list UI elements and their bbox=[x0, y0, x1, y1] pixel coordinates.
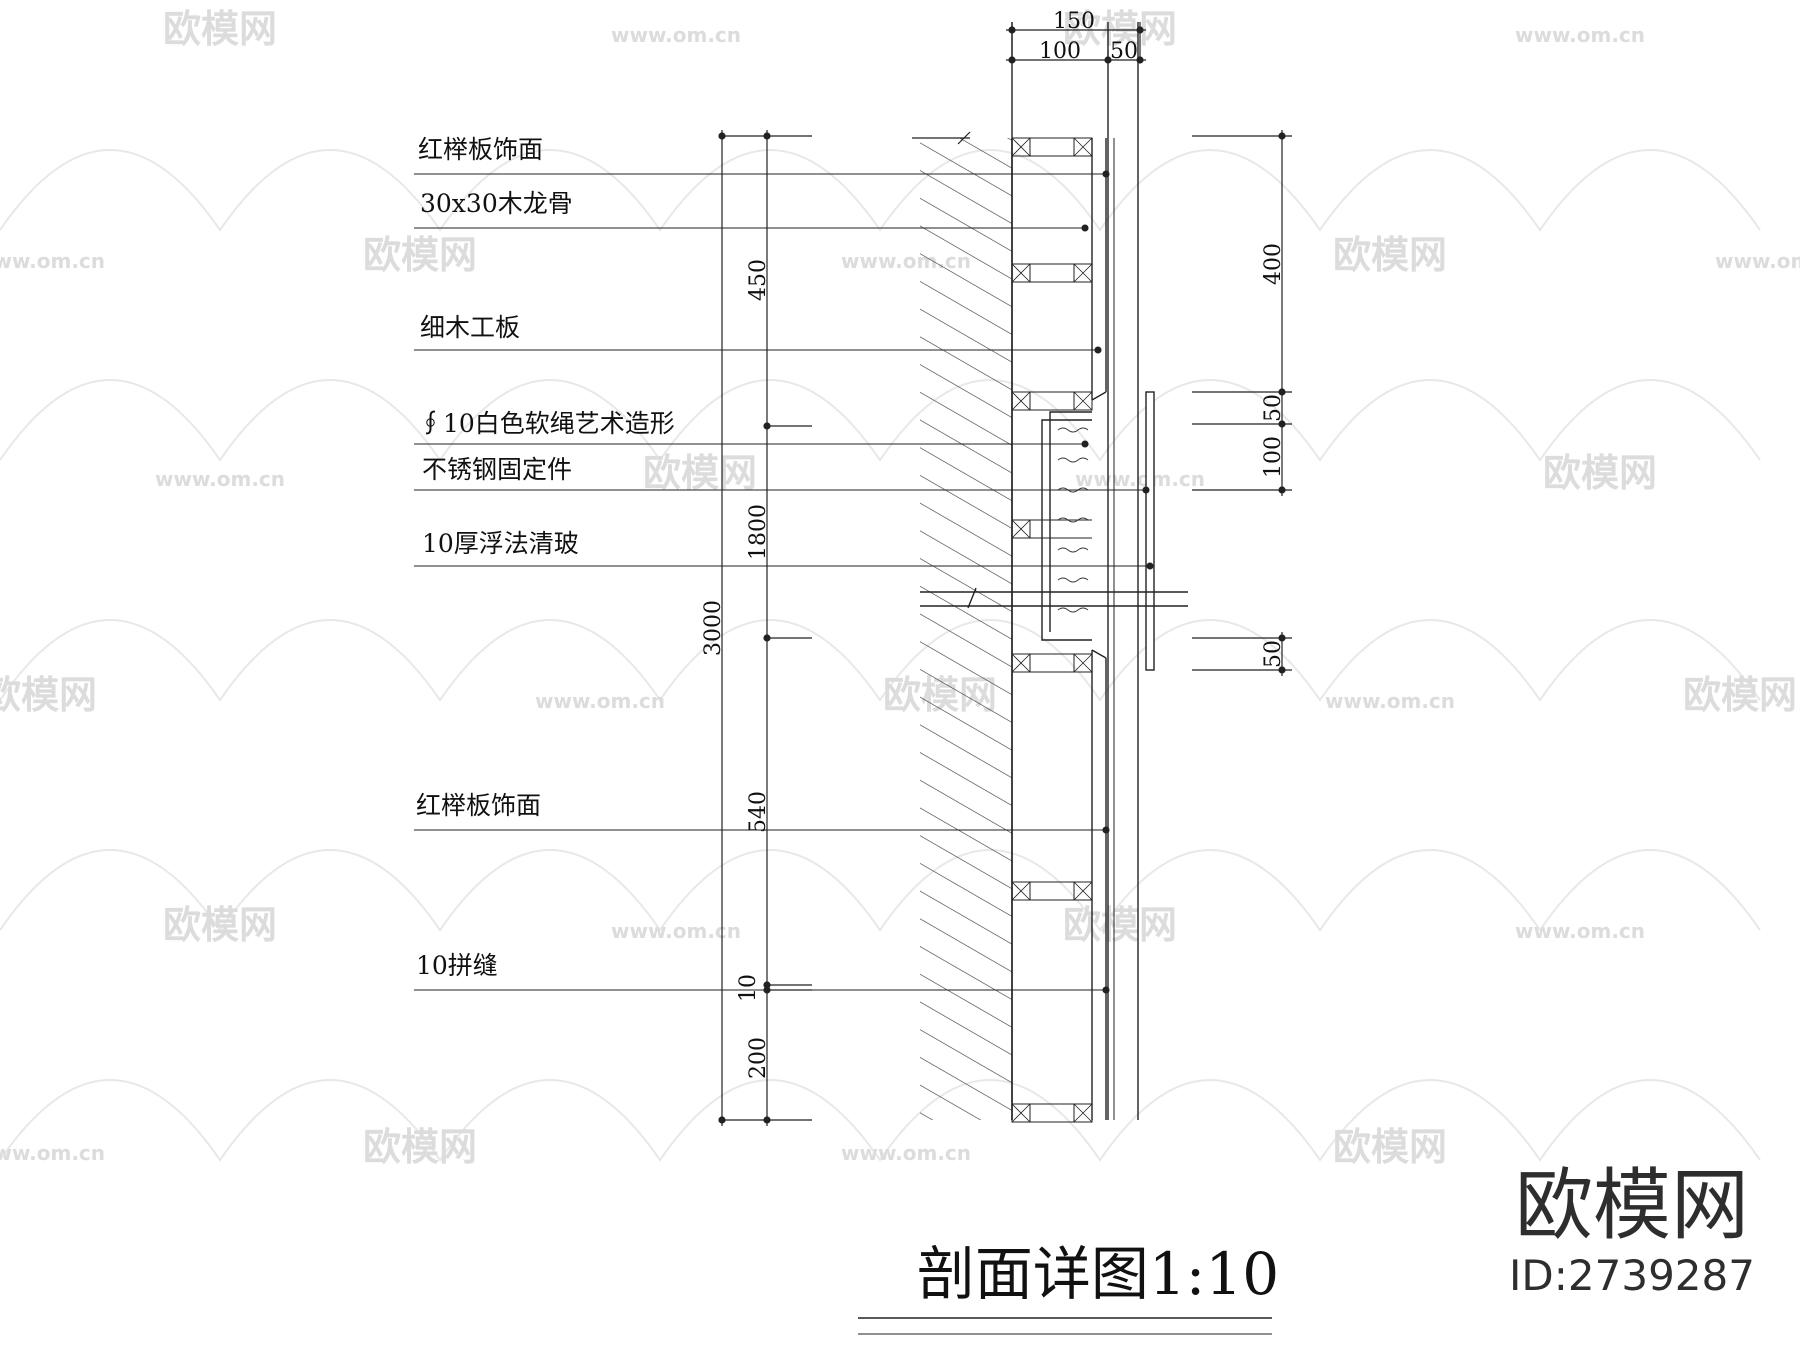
batten-section bbox=[1073, 1103, 1093, 1123]
left-dimensions bbox=[718, 130, 812, 1126]
label-wood-batten: 30x30木龙骨 bbox=[420, 189, 573, 218]
batten-section bbox=[1073, 881, 1093, 901]
leader-lines bbox=[414, 170, 1154, 994]
watermark-site: www.om.cn bbox=[0, 249, 105, 273]
watermark-site: www.om.cn bbox=[841, 1141, 971, 1165]
label-rope-art: ∮10白色软绳艺术造形 bbox=[418, 409, 675, 438]
dim-right-100: 100 bbox=[1261, 436, 1286, 478]
batten-section bbox=[1011, 137, 1031, 157]
dim-left-10: 10 bbox=[736, 974, 761, 1002]
dim-right-50a: 50 bbox=[1261, 394, 1286, 422]
watermark-brand: 欧模网 bbox=[163, 903, 277, 947]
watermark-site: www.om.cn bbox=[0, 1141, 105, 1165]
watermark-brand: 欧模网 bbox=[1543, 451, 1657, 495]
wood-battens bbox=[1011, 137, 1093, 1123]
dim-left-1800: 1800 bbox=[746, 504, 771, 560]
watermark-layer: 欧模网欧模网欧模网欧模网欧模网欧模网欧模网欧模网欧模网欧模网欧模网欧模网欧模网w… bbox=[0, 7, 1800, 1169]
rope-pattern bbox=[1057, 427, 1089, 613]
batten-section bbox=[1011, 391, 1031, 411]
watermark-site: www.om.cn bbox=[611, 919, 741, 943]
dim-left-540: 540 bbox=[746, 791, 771, 833]
batten-section bbox=[1011, 1103, 1031, 1123]
label-blockboard: 细木工板 bbox=[420, 313, 520, 342]
watermark-site: www.om.cn bbox=[611, 23, 741, 47]
dim-top-50: 50 bbox=[1110, 39, 1138, 64]
dim-left-200: 200 bbox=[746, 1037, 771, 1079]
batten-section bbox=[1073, 391, 1093, 411]
watermark-site: www.om.cn bbox=[155, 467, 285, 491]
watermark-site: www.om.cn bbox=[1715, 249, 1800, 273]
label-float-glass: 10厚浮法清玻 bbox=[422, 529, 579, 558]
watermark-brand: 欧模网 bbox=[1333, 233, 1447, 277]
watermark-brand: 欧模网 bbox=[163, 7, 277, 51]
batten-section bbox=[1011, 881, 1031, 901]
watermark-site: www.om.cn bbox=[535, 689, 665, 713]
watermark-brand: 欧模网 bbox=[1063, 7, 1177, 51]
watermark-brand: 欧模网 bbox=[0, 673, 97, 717]
dim-right-400: 400 bbox=[1261, 243, 1286, 285]
batten-section bbox=[1011, 263, 1031, 283]
watermark-brand: 欧模网 bbox=[1333, 1125, 1447, 1169]
dim-left-450: 450 bbox=[746, 259, 771, 301]
watermark-brand: 欧模网 bbox=[363, 233, 477, 277]
top-dimensions bbox=[1006, 22, 1146, 64]
dim-top-100: 100 bbox=[1039, 39, 1081, 64]
watermark-brand: 欧模网 bbox=[1063, 903, 1177, 947]
label-red-beech-bottom: 红榉板饰面 bbox=[416, 791, 541, 820]
batten-section bbox=[1011, 519, 1031, 539]
watermark-site: www.om.cn bbox=[1515, 23, 1645, 47]
drawing-title: 剖面详图1:10 bbox=[917, 1240, 1279, 1308]
watermark-brand: 欧模网 bbox=[1683, 673, 1797, 717]
watermark-brand: 欧模网 bbox=[363, 1125, 477, 1169]
dim-top-150: 150 bbox=[1053, 9, 1095, 34]
batten-section bbox=[1073, 263, 1093, 283]
label-steel-fixing: 不锈钢固定件 bbox=[422, 455, 572, 484]
batten-section bbox=[1073, 653, 1093, 673]
watermark-brand: 欧模网 bbox=[643, 451, 757, 495]
watermark-site: www.om.cn bbox=[1325, 689, 1455, 713]
label-joint: 10拼缝 bbox=[416, 951, 498, 980]
brand-logo: 欧模网 bbox=[1515, 1161, 1749, 1251]
watermark-site: www.om.cn bbox=[1075, 467, 1205, 491]
batten-section bbox=[1011, 653, 1031, 673]
dim-left-3000: 3000 bbox=[701, 600, 726, 656]
watermark-site: www.om.cn bbox=[1515, 919, 1645, 943]
batten-section bbox=[1073, 137, 1093, 157]
dim-right-50b: 50 bbox=[1261, 640, 1286, 668]
brand-id: ID:2739287 bbox=[1509, 1251, 1755, 1300]
label-red-beech-top: 红榉板饰面 bbox=[418, 135, 543, 164]
right-dimensions bbox=[1192, 130, 1292, 676]
concrete-wall bbox=[912, 131, 1013, 1120]
watermark-arcs bbox=[0, 149, 1761, 1162]
